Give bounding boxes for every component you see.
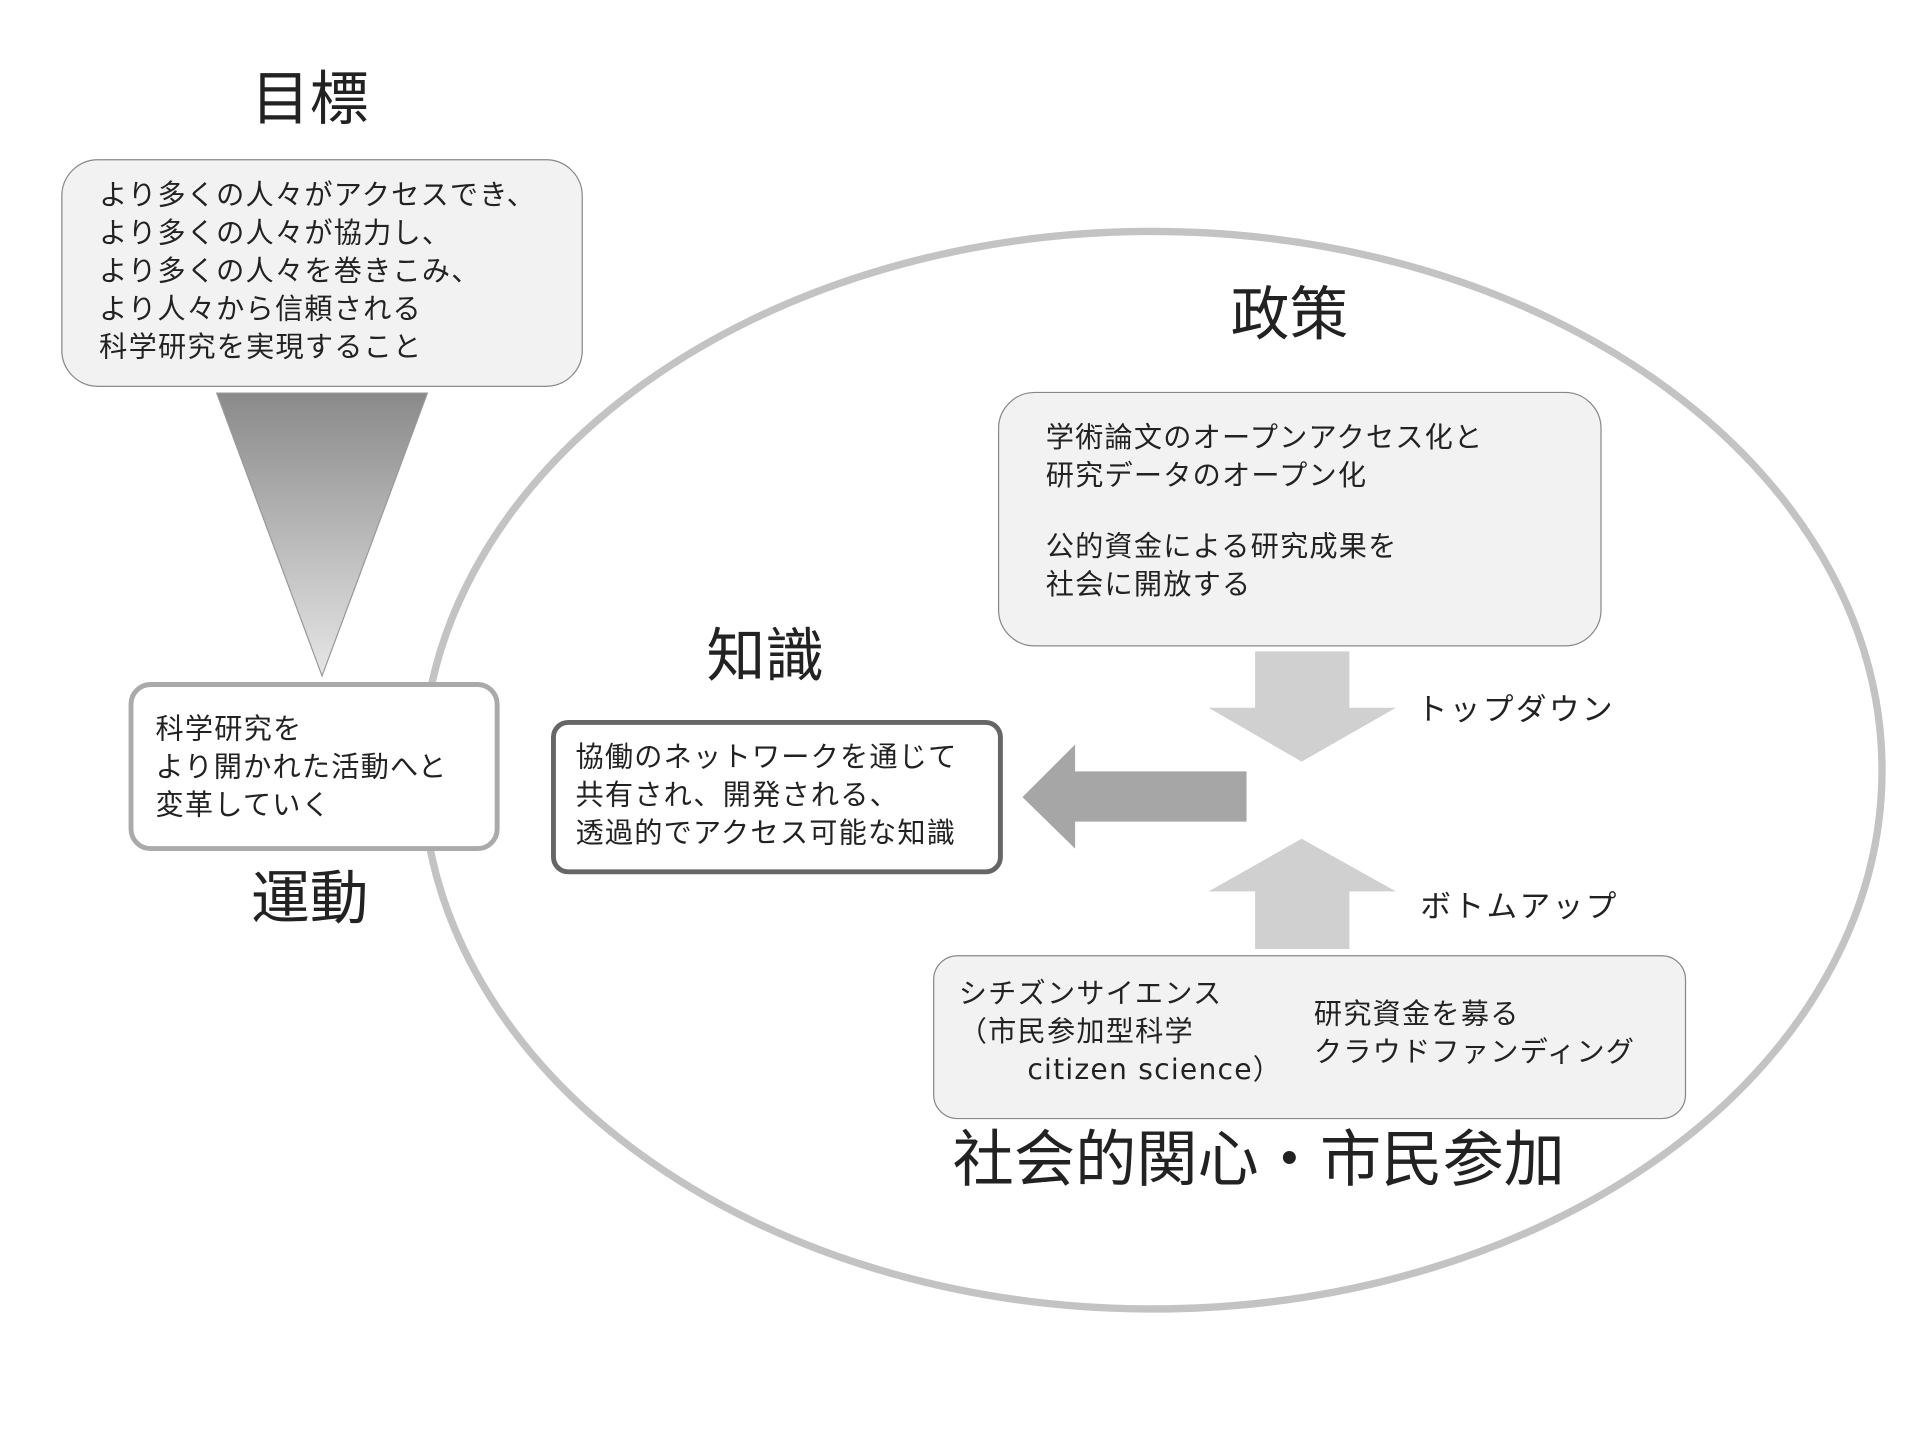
movement-line: より開かれた活動へと bbox=[155, 751, 448, 784]
crowd-line: クラウドファンディング bbox=[1313, 1037, 1636, 1069]
bottom-up-arrow bbox=[1208, 838, 1396, 949]
goal-line: より多くの人々を巻きこみ、 bbox=[99, 255, 481, 288]
movement-line: 変革していく bbox=[155, 789, 331, 822]
policy-line: 研究データのオープン化 bbox=[1045, 460, 1368, 493]
policy-line: 公的資金による研究成果を bbox=[1045, 531, 1398, 564]
goal-line: 科学研究を実現すること bbox=[99, 331, 423, 364]
movement-box: 科学研究を より開かれた活動へと 変革していく bbox=[128, 682, 500, 852]
policy-line: 社会に開放する bbox=[1045, 569, 1252, 602]
bottom-up-label: ボトムアップ bbox=[1420, 888, 1619, 925]
society-title: 社会的関心・市民参加 bbox=[952, 1124, 1565, 1196]
citizen-line: シチズンサイエンス bbox=[958, 978, 1223, 1011]
goal-line: より多くの人々がアクセスでき、 bbox=[99, 180, 537, 212]
knowledge-line: 協働のネットワークを通じて bbox=[575, 742, 958, 774]
crowd-line: 研究資金を募る bbox=[1313, 999, 1520, 1032]
policy-line: 学術論文のオープンアクセス化と bbox=[1045, 422, 1484, 455]
goal-line: より多くの人々が協力し、 bbox=[99, 217, 452, 250]
goal-box: より多くの人々がアクセスでき、 より多くの人々が協力し、 より多くの人々を巻きこ… bbox=[61, 159, 583, 387]
citizen-line: citizen science） bbox=[1027, 1054, 1283, 1087]
movement-title: 運動 bbox=[251, 864, 369, 934]
knowledge-line: 透過的でアクセス可能な知識 bbox=[575, 817, 957, 850]
policy-title: 政策 bbox=[1230, 280, 1349, 349]
top-down-arrow bbox=[1208, 651, 1396, 762]
policy-box: 学術論文のオープンアクセス化と 研究データのオープン化 公的資金による研究成果を… bbox=[997, 391, 1602, 647]
citizen-line: （市民参加型科学 bbox=[958, 1016, 1194, 1049]
knowledge-title: 知識 bbox=[706, 622, 825, 691]
knowledge-arrow-left bbox=[1022, 744, 1247, 849]
goal-line: より人々から信頼される bbox=[99, 293, 422, 326]
citizen-box: シチズンサイエンス （市民参加型科学 citizen science） 研究資金… bbox=[933, 955, 1687, 1120]
goal-title: 目標 bbox=[251, 64, 369, 134]
citizen-science-text: シチズンサイエンス （市民参加型科学 citizen science） bbox=[959, 976, 1282, 1090]
goal-funnel-triangle bbox=[215, 392, 429, 678]
crowdfunding-text: 研究資金を募る クラウドファンディング bbox=[1314, 997, 1635, 1073]
top-down-label: トップダウン bbox=[1416, 691, 1616, 728]
knowledge-box: 協働のネットワークを通じて 共有され、開発される、 透過的でアクセス可能な知識 bbox=[551, 720, 1003, 875]
knowledge-line: 共有され、開発される、 bbox=[575, 780, 900, 812]
movement-line: 科学研究を bbox=[155, 713, 303, 746]
